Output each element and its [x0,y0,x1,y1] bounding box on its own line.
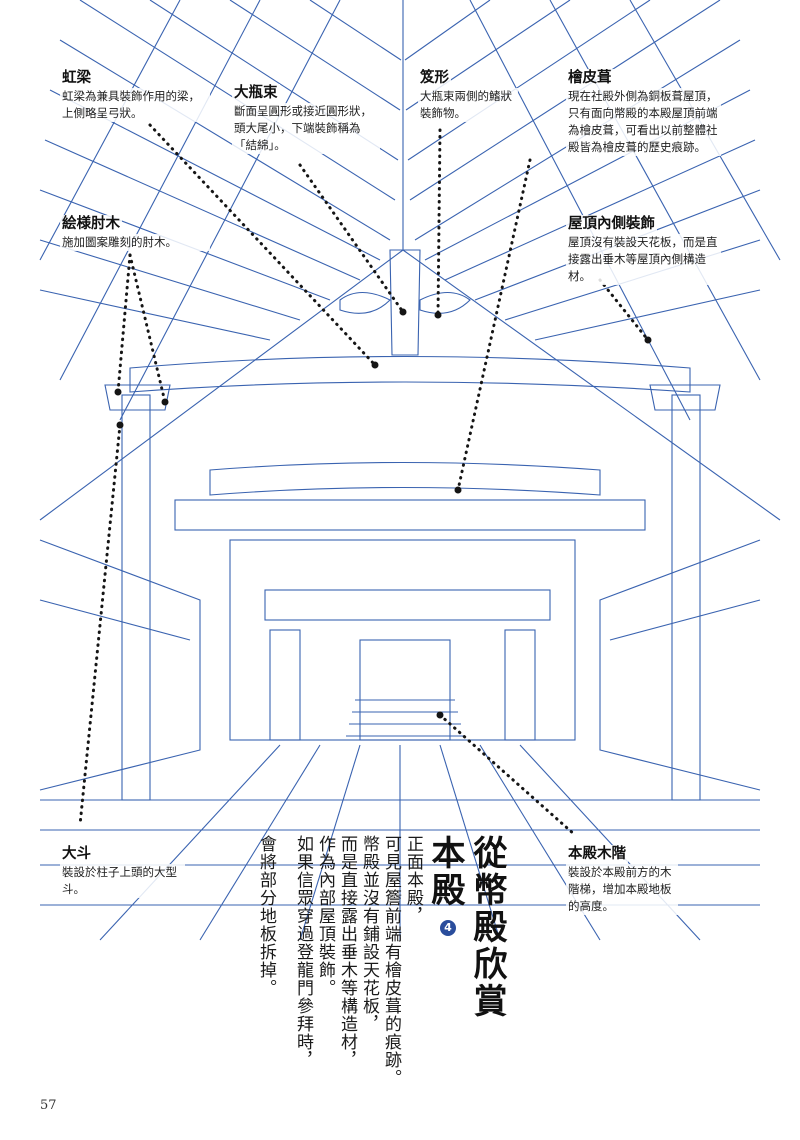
body-column: 會將部分地板拆掉。 [256,835,276,997]
body-column: 如果信眾穿過登龍門參拜時， [293,835,313,1069]
callout-desc: 裝設於本殿前方的木階梯，增加本殿地板的高度。 [566,864,678,915]
section-heading: 從幣殿欣賞 [467,835,507,1020]
callout-desc: 斷面呈圓形或接近圓形狀，頭大尾小，下端裝飾稱為「結綿」。 [232,103,380,154]
callout-desc: 屋頂沒有裝設天花板，而是直接露出垂木等屋頂內側構造材。 [566,234,721,285]
callout-daito: 大斗 裝設於柱子上頭的大型斗。 [60,843,185,898]
callout-desc: 大瓶束兩側的鰭狀裝飾物。 [418,88,518,122]
callout-taiheizuka: 大瓶束 斷面呈圓形或接近圓形狀，頭大尾小，下端裝飾稱為「結綿」。 [232,82,380,154]
callout-desc: 施加圖案雕刻的肘木。 [60,234,210,251]
leader-endpoints [114,308,652,719]
page-number: 57 [40,1098,57,1113]
callout-emoyo: 絵様肘木 施加圖案雕刻的肘木。 [60,213,210,251]
leader-emoyo-b [128,253,167,404]
leader-roof-inner [598,278,650,342]
callout-hiwada: 檜皮葺 現在社殿外側為銅板葺屋頂，只有面向幣殿的本殿屋頂前端為檜皮葺，可看出以前… [566,67,721,156]
body-column: 幣殿並沒有鋪設天花板， [359,835,379,1033]
leader-lines [78,123,650,837]
callout-desc: 現在社殿外側為銅板葺屋頂，只有面向幣殿的本殿屋頂前端為檜皮葺，可看出以前整體社殿… [566,88,721,156]
callout-title: 大斗 [60,845,93,864]
callout-title: 虹梁 [60,69,93,88]
section-number-badge: 4 [440,920,456,936]
callout-sagari: 笈形 大瓶束兩側的鰭狀裝飾物。 [418,67,518,122]
leader-hiwada [456,158,532,492]
callout-title: 絵様肘木 [60,215,122,234]
callout-title: 檜皮葺 [566,69,614,88]
left-rafters [39,0,402,341]
body-column: 可見屋簷前端有檜皮葺的痕跡。 [381,835,401,1087]
callout-stairs: 本殿木階 裝設於本殿前方的木階梯，增加本殿地板的高度。 [566,843,678,915]
callout-koryo: 虹梁 虹梁為兼具裝飾作用的梁，上側略呈弓狀。 [60,67,210,122]
leader-stairs [438,713,577,837]
callout-roof-inner: 屋頂內側裝飾 屋頂沒有裝設天花板，而是直接露出垂木等屋頂內側構造材。 [566,213,721,285]
callout-title: 大瓶束 [232,84,280,103]
body-column: 作為內部屋頂裝飾。 [315,835,335,997]
body-column: 而是直接露出垂木等構造材， [337,835,357,1069]
callout-title: 本殿木階 [566,845,628,864]
body-column: 正面本殿， [403,835,423,925]
callout-desc: 虹梁為兼具裝飾作用的梁，上側略呈弓狀。 [60,88,210,122]
section-subheading: 本殿 [425,835,465,909]
leader-daito [78,423,122,827]
leader-sagari [436,128,442,317]
leader-emoyo-a [116,253,132,394]
callout-title: 屋頂內側裝飾 [566,215,657,234]
leader-taiheizuka [298,163,405,314]
leader-koryo [148,123,377,367]
callout-title: 笈形 [418,69,451,88]
callout-desc: 裝設於柱子上頭的大型斗。 [60,864,185,898]
